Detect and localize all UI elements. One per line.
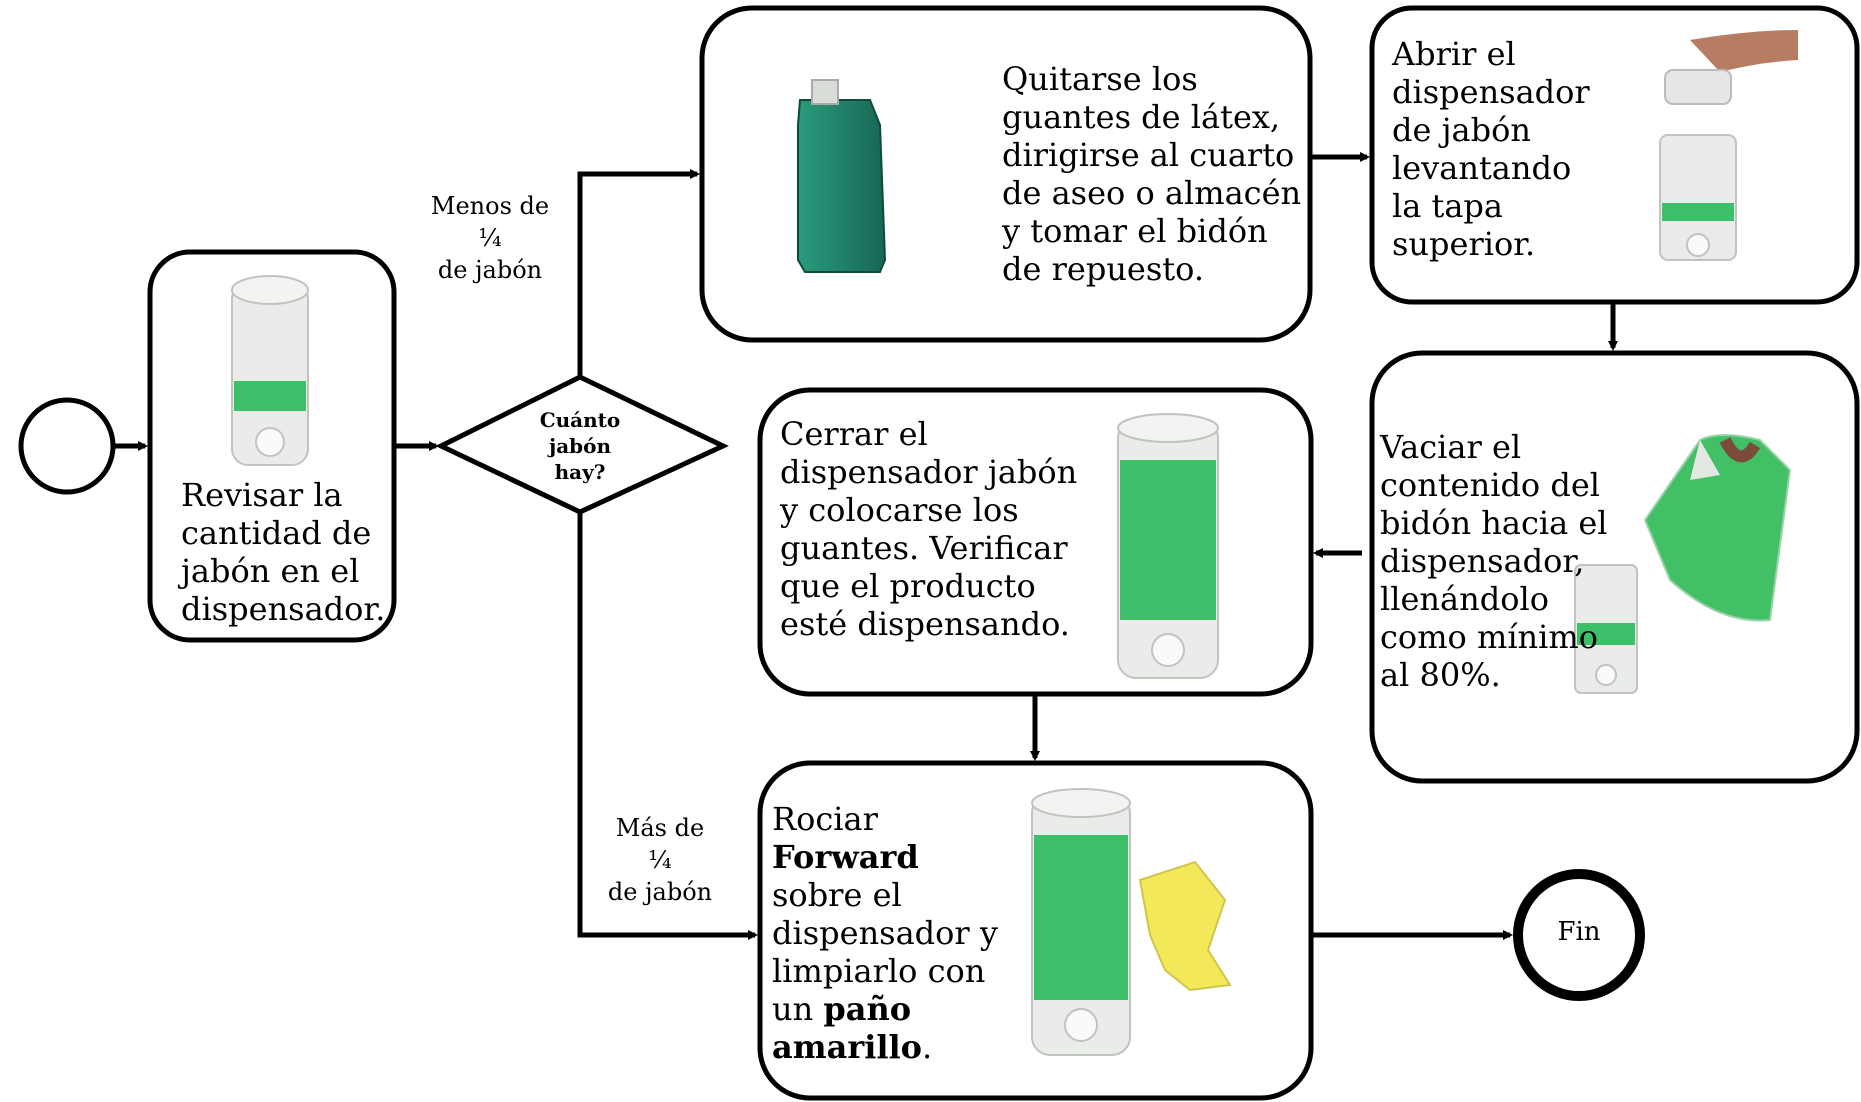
step-check-line: jabón en el	[181, 552, 360, 590]
step-empty-line: dispensador,	[1380, 542, 1585, 580]
step-spray-line: dispensador y	[772, 914, 998, 952]
step-spray-line: sobre el	[772, 876, 902, 914]
step-empty-line: bidón hacia el	[1380, 504, 1608, 542]
end-node	[1513, 869, 1645, 1001]
decision-diamond	[435, 374, 729, 515]
branch-line: de jabón	[437, 256, 543, 284]
step-check-line: cantidad de	[181, 514, 372, 552]
step-close-line: Cerrar el	[780, 415, 928, 453]
step-open-line: de jabón	[1392, 111, 1531, 149]
step-spray-line: un	[772, 990, 824, 1028]
step-close-line: guantes. Verificar	[780, 529, 1068, 567]
step-open-line: superior.	[1392, 225, 1536, 263]
closed-dispenser-image	[1117, 413, 1219, 679]
branch-label-less: Menos de ¼ de jabón	[420, 190, 560, 286]
step-empty-line: Vaciar el	[1380, 428, 1522, 466]
start-node	[18, 397, 116, 495]
soap-jug-image	[797, 79, 887, 273]
decision-line: jabón	[548, 434, 612, 458]
step-remove-line: de aseo o almacén	[1002, 174, 1302, 212]
step-close-text: Cerrar el dispensador jabón y colocarse …	[780, 415, 1077, 643]
branch-line: Más de	[615, 814, 705, 842]
decision-line: Cuánto	[539, 408, 621, 432]
branch-line: Menos de	[430, 192, 550, 220]
step-remove-line: dirigirse al cuarto	[1002, 136, 1295, 174]
step-open-text: Abrir el dispensador de jabón levantando…	[1392, 35, 1590, 263]
step-spray-line: limpiarlo con	[772, 952, 986, 990]
step-spray-period: .	[922, 1028, 933, 1066]
step-close-line: y colocarse los	[780, 491, 1019, 529]
decision-line: hay?	[554, 460, 606, 484]
step-empty-line: como mínimo	[1380, 618, 1598, 656]
step-remove-line: Quitarse los	[1002, 60, 1198, 98]
branch-line: ¼	[648, 846, 672, 874]
step-empty-line: contenido del	[1380, 466, 1601, 504]
pouring-jug-image	[1574, 434, 1792, 694]
step-remove-line: guantes de látex,	[1002, 98, 1281, 136]
branch-label-more: Más de ¼ de jabón	[590, 812, 730, 908]
step-empty-text: Vaciar el contenido del bidón hacia el d…	[1380, 428, 1608, 694]
cloth-color: amarillo	[772, 1028, 922, 1066]
step-close-line: esté dispensando.	[780, 605, 1070, 643]
step-spray-line: Rociar	[772, 800, 878, 838]
step-empty-line: al 80%.	[1380, 656, 1501, 694]
arrow-decision-to-remove	[577, 169, 700, 377]
step-spray-text: Rociar Forward sobre el dispensador y li…	[772, 800, 998, 1066]
step-check-line: Revisar la	[181, 476, 343, 514]
branch-line: ¼	[478, 224, 502, 252]
open-dispenser-image	[1659, 30, 1798, 261]
step-check-text: Revisar la cantidad de jabón en el dispe…	[181, 476, 385, 628]
arrow-decision-to-spray	[577, 512, 758, 940]
soap-dispenser-image	[231, 275, 309, 466]
step-open-line: Abrir el	[1392, 35, 1516, 73]
step-open-line: la tapa	[1392, 187, 1503, 225]
step-remove-line: de repuesto.	[1002, 250, 1205, 288]
dispenser-and-cloth-image	[1031, 788, 1232, 1056]
cloth-word: paño	[823, 990, 912, 1028]
product-name: Forward	[772, 838, 919, 876]
step-check-line: dispensador.	[181, 590, 386, 628]
step-remove-text: Quitarse los guantes de látex, dirigirse…	[1002, 60, 1301, 288]
step-remove-line: y tomar el bidón	[1002, 212, 1268, 250]
step-close-line: que el producto	[780, 567, 1036, 605]
decision-label: Cuánto jabón hay?	[530, 407, 630, 485]
step-open-line: levantando	[1392, 149, 1572, 187]
step-close-line: dispensador jabón	[780, 453, 1078, 491]
step-empty-line: llenándolo	[1380, 580, 1549, 618]
step-open-line: dispensador	[1392, 73, 1590, 111]
end-label: Fin	[1557, 917, 1601, 947]
branch-line: de jabón	[607, 878, 713, 906]
